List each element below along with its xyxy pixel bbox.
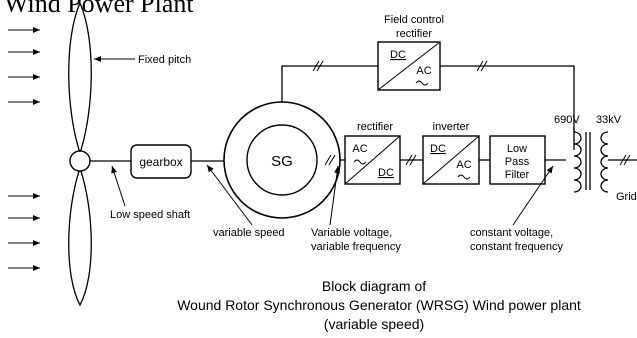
- field-control-label-2: rectifier: [396, 28, 432, 40]
- caption-line-1: Block diagram of: [322, 278, 426, 294]
- gearbox-label: gearbox: [139, 155, 182, 169]
- generator-inner: [246, 124, 318, 196]
- voltage-690-label: 690V: [554, 114, 580, 126]
- lower-blade: [68, 165, 92, 307]
- caption-line-3: (variable speed): [324, 316, 424, 332]
- transformer-icon: [573, 128, 637, 193]
- low-speed-shaft-pointer: [111, 165, 126, 207]
- upper-blade: [68, 1, 92, 156]
- svg-text:DC: DC: [378, 167, 394, 179]
- variable-voltage-label-1: Variable voltage,: [311, 227, 392, 239]
- generator-label: SG: [271, 153, 293, 170]
- field-line-right: [440, 65, 575, 150]
- rotor-hub: [69, 150, 91, 172]
- ac-symbol-icon: [353, 159, 367, 165]
- ac-symbol-icon: [457, 174, 471, 180]
- grid-label: Grid: [616, 191, 637, 203]
- wind-arrows: [8, 27, 40, 271]
- inverter-label: inverter: [433, 121, 470, 133]
- constant-voltage-label-1: constant voltage,: [470, 227, 553, 239]
- page-title: Wind Power Plant: [4, 0, 194, 18]
- variable-voltage-pointer: [329, 165, 341, 226]
- constant-voltage-label-2: constant frequency: [470, 241, 563, 253]
- svg-text:DC: DC: [390, 49, 406, 61]
- constant-voltage-pointer: [512, 165, 554, 226]
- svg-text:AC: AC: [352, 143, 367, 155]
- field-line-left: [281, 65, 378, 102]
- variable-voltage-label-2: variable frequency: [311, 241, 401, 253]
- svg-text:AC: AC: [416, 65, 431, 77]
- variable-speed-label: variable speed: [213, 227, 285, 239]
- svg-text:Filter: Filter: [505, 169, 530, 181]
- svg-text:Pass: Pass: [505, 156, 530, 168]
- low-speed-shaft-label: Low speed shaft: [110, 209, 190, 221]
- ac-symbol-icon: [415, 80, 429, 86]
- turbine-rotor: [68, 1, 92, 307]
- caption-line-2: Wound Rotor Synchronous Generator (WRSG)…: [177, 297, 581, 313]
- variable-speed-pointer: [206, 164, 253, 226]
- svg-text:AC: AC: [456, 159, 471, 171]
- rectifier-label: rectifier: [357, 121, 393, 133]
- field-control-label-1: Field control: [384, 14, 444, 26]
- svg-text:Low: Low: [507, 143, 527, 155]
- svg-text:DC: DC: [430, 143, 446, 155]
- voltage-33k-label: 33kV: [596, 114, 622, 126]
- fixed-pitch-label: Fixed pitch: [138, 54, 191, 66]
